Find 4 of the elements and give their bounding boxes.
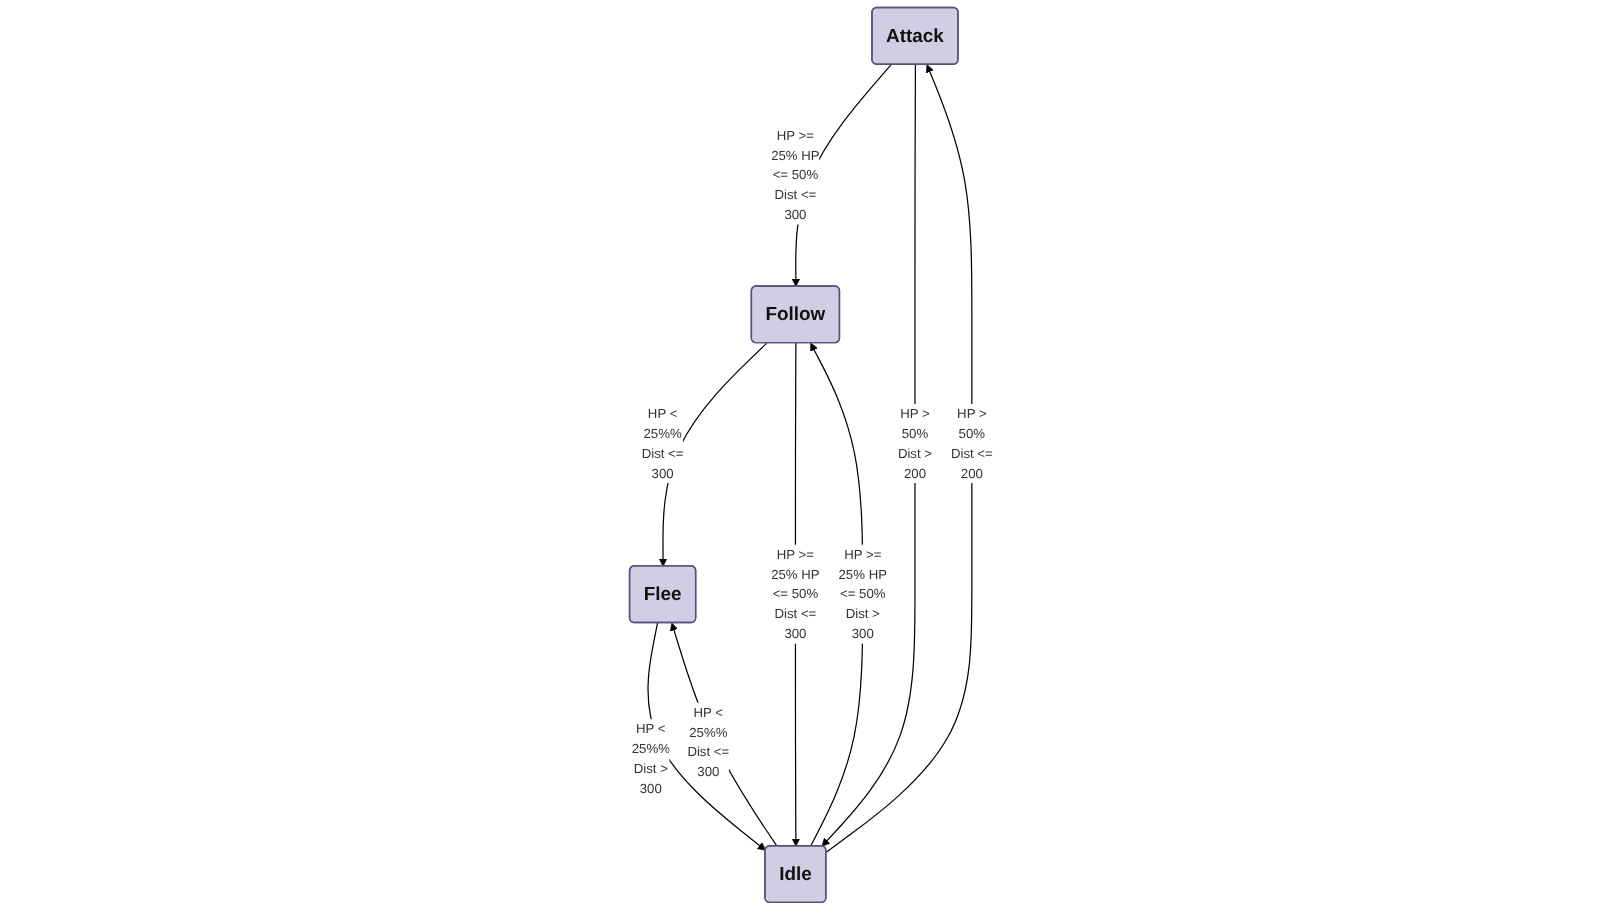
arrow xyxy=(648,622,767,851)
arrow xyxy=(826,64,974,853)
arrow xyxy=(822,64,917,847)
arrow xyxy=(670,622,779,847)
